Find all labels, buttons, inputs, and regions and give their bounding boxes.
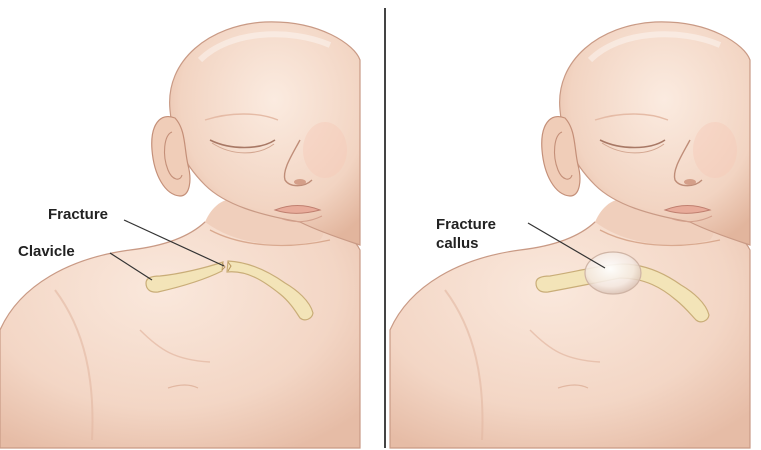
fracture-callus [585, 252, 641, 294]
fracture-callus-label-line1: Fracture [436, 216, 496, 233]
right-panel: Fracture callus [390, 22, 750, 448]
fracture-callus-label-line2: callus [436, 235, 479, 252]
clavicle-label: Clavicle [18, 243, 75, 260]
baby-figure-left [0, 22, 360, 448]
fracture-label: Fracture [48, 206, 108, 223]
left-panel: Fracture Clavicle [0, 22, 360, 448]
